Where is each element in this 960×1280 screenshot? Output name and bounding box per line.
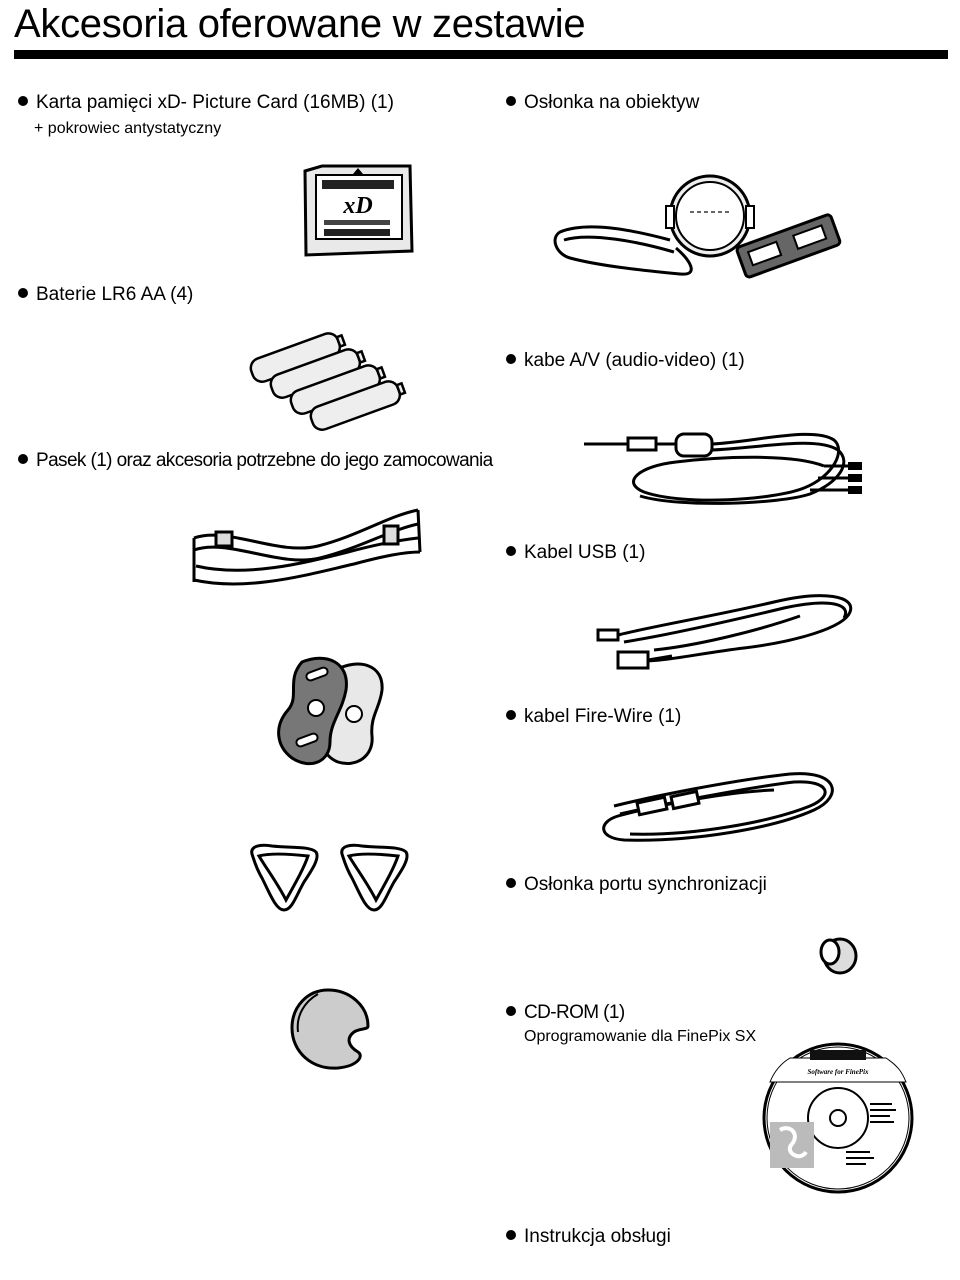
lens-cap-image — [553, 174, 842, 279]
item-label: Instrukcja obsługi — [524, 1226, 671, 1247]
list-item-batteries: Baterie LR6 AA (4) — [18, 284, 193, 306]
page-title: Akcesoria oferowane w zestawie — [14, 2, 586, 46]
triangle-rings-image — [250, 843, 409, 912]
bullet-icon — [18, 454, 28, 464]
list-item-strap: Pasek (1) oraz akcesoria potrzebne do je… — [18, 450, 493, 472]
list-item-manual: Instrukcja obsługi — [506, 1226, 671, 1248]
list-item-av-cable: kabe A/V (audio-video) (1) — [506, 350, 745, 372]
bullet-icon — [506, 546, 516, 556]
cd-rom-image: Software for FinePix — [762, 1042, 914, 1194]
clip-tool-image — [290, 988, 370, 1070]
item-label: CD-ROM (1) — [524, 1002, 625, 1023]
svg-text:xD: xD — [342, 193, 372, 219]
usb-cable-image — [596, 594, 853, 670]
cd-label-text: Software for FinePix — [807, 1068, 869, 1076]
bullet-icon — [506, 878, 516, 888]
sync-port-cover-image — [819, 937, 858, 975]
batteries-image — [249, 332, 407, 431]
firewire-cable-image — [602, 772, 834, 842]
list-item-usb-cable: Kabel USB (1) — [506, 542, 645, 564]
bullet-icon — [506, 1230, 516, 1240]
list-item-lens-cap: Osłonka na obiektyw — [506, 92, 699, 114]
list-item-firewire-cable: kabel Fire-Wire (1) — [506, 706, 681, 728]
item-label: kabe A/V (audio-video) (1) — [524, 350, 745, 371]
item-label: Kabel USB (1) — [524, 542, 646, 563]
bullet-icon — [506, 710, 516, 720]
item-note-cd-rom: Oprogramowanie dla FinePix SX — [524, 1028, 757, 1045]
bullet-icon — [506, 1006, 516, 1016]
list-item-cd-rom: CD-ROM (1) — [506, 1002, 625, 1024]
list-item-sync-port-cover: Osłonka portu synchronizacji — [506, 874, 767, 896]
bullet-icon — [18, 288, 28, 298]
bullet-icon — [506, 354, 516, 364]
xd-card-image: xD — [303, 164, 414, 257]
item-label: Osłonka portu synchronizacji — [524, 874, 767, 895]
bullet-icon — [18, 96, 28, 106]
av-cable-image — [584, 432, 862, 505]
strap-clip-covers-image — [277, 656, 384, 765]
item-label: Osłonka na obiektyw — [524, 92, 700, 113]
list-item-memory-card: Karta pamięci xD- Picture Card (16MB) (1… — [18, 92, 394, 114]
strap-image — [192, 508, 422, 586]
bullet-icon — [506, 96, 516, 106]
item-label: Baterie LR6 AA (4) — [36, 284, 194, 305]
item-note-memory-card: + pokrowiec antystatyczny — [34, 120, 222, 137]
item-label: Pasek (1) oraz akcesoria potrzebne do je… — [36, 450, 493, 471]
item-label: Karta pamięci xD- Picture Card (16MB) (1… — [36, 92, 394, 113]
item-label: kabel Fire-Wire (1) — [524, 706, 682, 727]
title-rule — [14, 50, 948, 59]
